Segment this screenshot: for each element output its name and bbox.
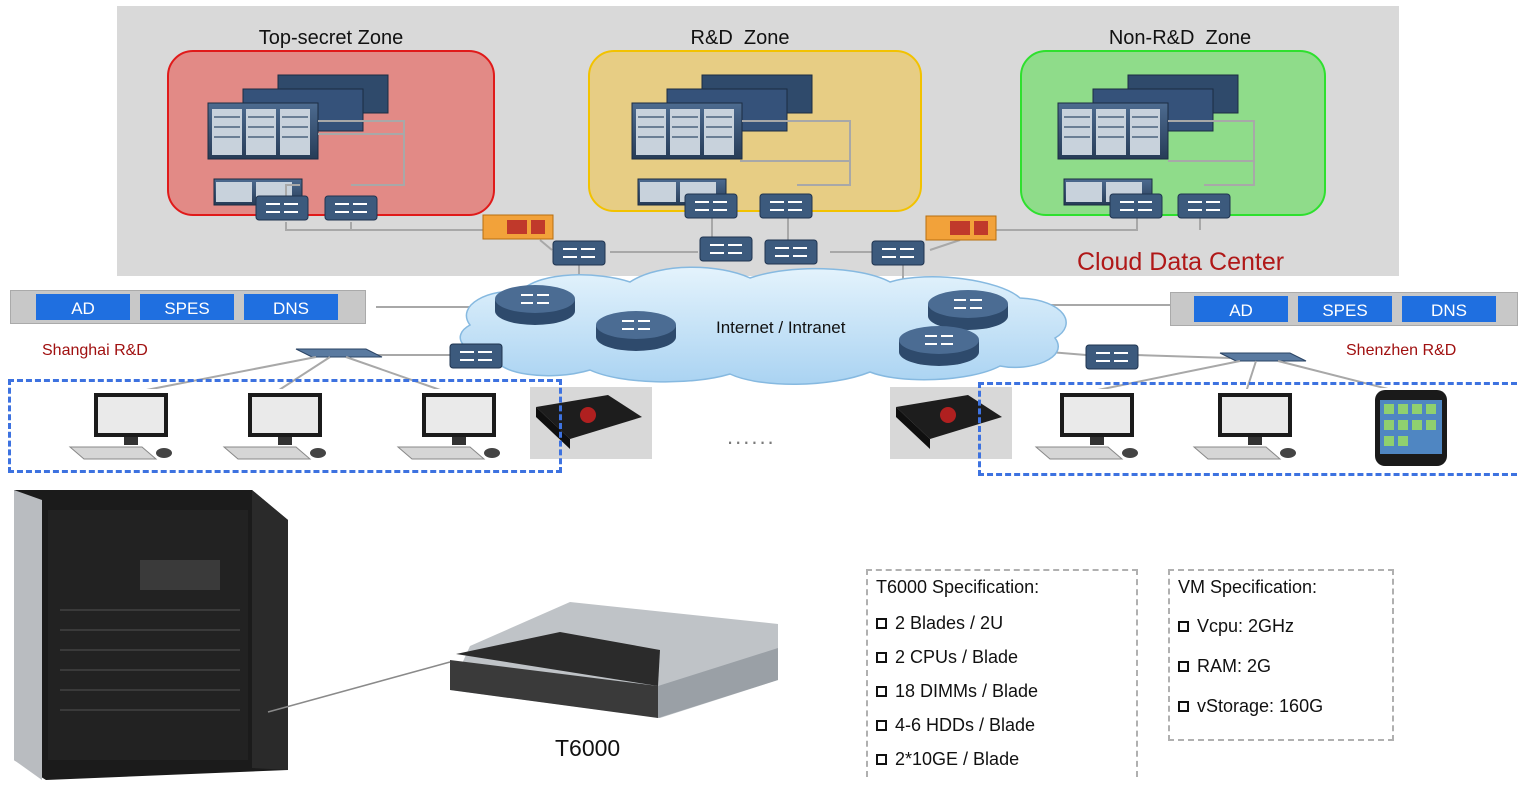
- edge-switch-left: [449, 343, 503, 369]
- firewall-right: [925, 215, 997, 241]
- vm-spec-box: VM Specification: Vcpu: 2GHz RAM: 2G vSt…: [1168, 569, 1394, 741]
- spec-item-text: 2 Blades / 2U: [895, 612, 1004, 633]
- spec-item-text: vStorage: 160G: [1197, 695, 1324, 716]
- smartphone: [1372, 388, 1450, 468]
- service-right-spes: SPES: [1298, 296, 1392, 322]
- core-switch-center-2: [764, 239, 818, 265]
- core-switch-center-1: [699, 236, 753, 262]
- spec-item-text: Vcpu: 2GHz: [1197, 615, 1295, 636]
- spec-item: vStorage: 160G: [1178, 686, 1384, 726]
- firewall-left: [482, 214, 554, 240]
- access-wiring: [135, 356, 1401, 393]
- vm-spec-title: VM Specification:: [1178, 577, 1318, 597]
- zone-title-top-secret: Top-secret Zone: [258, 27, 404, 49]
- ellipsis: ......: [727, 424, 776, 449]
- t6000-server: [450, 602, 778, 718]
- bullet-icon: [1178, 620, 1189, 632]
- router-left-bottom: [595, 310, 677, 352]
- shanghai-client-group: [8, 379, 562, 473]
- switch-non-rd-1: [1109, 193, 1163, 219]
- site-label-shanghai: Shanghai R&D: [42, 342, 148, 359]
- bullet-icon: [1178, 700, 1189, 712]
- switch-top-secret-2: [324, 195, 378, 221]
- access-switch-right: [1219, 352, 1307, 362]
- service-right-ad: AD: [1194, 296, 1288, 322]
- service-left-spes: SPES: [140, 294, 234, 320]
- switch-non-rd-2: [1177, 193, 1231, 219]
- t6000-spec-box: T6000 Specification: 2 Blades / 2U 2 CPU…: [866, 569, 1138, 777]
- bullet-icon: [876, 753, 887, 765]
- bullet-icon: [876, 685, 887, 697]
- bullet-icon: [876, 719, 887, 731]
- zone-title-non-rd: Non-R&D Zone: [1108, 27, 1252, 49]
- spec-item: 2 Blades / 2U: [876, 606, 1128, 640]
- shenzhen-client-group: [978, 382, 1517, 476]
- switch-rd-2: [759, 193, 813, 219]
- data-center-label: Cloud Data Center: [1077, 248, 1285, 276]
- spec-item: 4-6 HDDs / Blade: [876, 708, 1128, 742]
- spec-item: 18 DIMMs / Blade: [876, 674, 1128, 708]
- bullet-icon: [876, 651, 887, 663]
- switch-top-secret-1: [255, 195, 309, 221]
- zone-title-rd: R&D Zone: [690, 27, 790, 49]
- site-label-shenzhen: Shenzhen R&D: [1346, 342, 1457, 359]
- bullet-icon: [876, 617, 887, 629]
- bullet-icon: [1178, 660, 1189, 672]
- spec-item: 2*10GE / Blade: [876, 742, 1128, 776]
- cloud-label: Internet / Intranet: [716, 318, 846, 337]
- server-stack-rd: [631, 74, 813, 206]
- t6000-label: T6000: [555, 735, 621, 761]
- spec-item-text: 2 CPUs / Blade: [895, 646, 1019, 667]
- spec-item: Vcpu: 2GHz: [1178, 606, 1384, 646]
- switch-rd-1: [684, 193, 738, 219]
- service-left-dns: DNS: [244, 294, 338, 320]
- t6000-spec-list: 2 Blades / 2U 2 CPUs / Blade 18 DIMMs / …: [876, 606, 1128, 776]
- access-switch-left: [295, 348, 383, 358]
- router-right-top: [927, 289, 1009, 331]
- router-right-bottom: [898, 325, 980, 367]
- rack-to-t6000-connector: [267, 661, 451, 713]
- edge-switch-right: [1085, 344, 1139, 370]
- service-left-ad: AD: [36, 294, 130, 320]
- vm-spec-list: Vcpu: 2GHz RAM: 2G vStorage: 160G: [1178, 606, 1384, 726]
- spec-item-text: 4-6 HDDs / Blade: [895, 714, 1036, 735]
- service-right-dns: DNS: [1402, 296, 1496, 322]
- server-rack: [14, 490, 288, 780]
- spec-item: 2 CPUs / Blade: [876, 640, 1128, 674]
- spec-item-text: 18 DIMMs / Blade: [895, 680, 1039, 701]
- spec-item-text: RAM: 2G: [1197, 655, 1272, 676]
- spec-item-text: 2*10GE / Blade: [895, 748, 1020, 769]
- core-switch-left: [552, 240, 606, 266]
- t6000-spec-title: T6000 Specification:: [876, 577, 1040, 597]
- router-left-top: [494, 284, 576, 326]
- core-switch-right: [871, 240, 925, 266]
- spec-item: RAM: 2G: [1178, 646, 1384, 686]
